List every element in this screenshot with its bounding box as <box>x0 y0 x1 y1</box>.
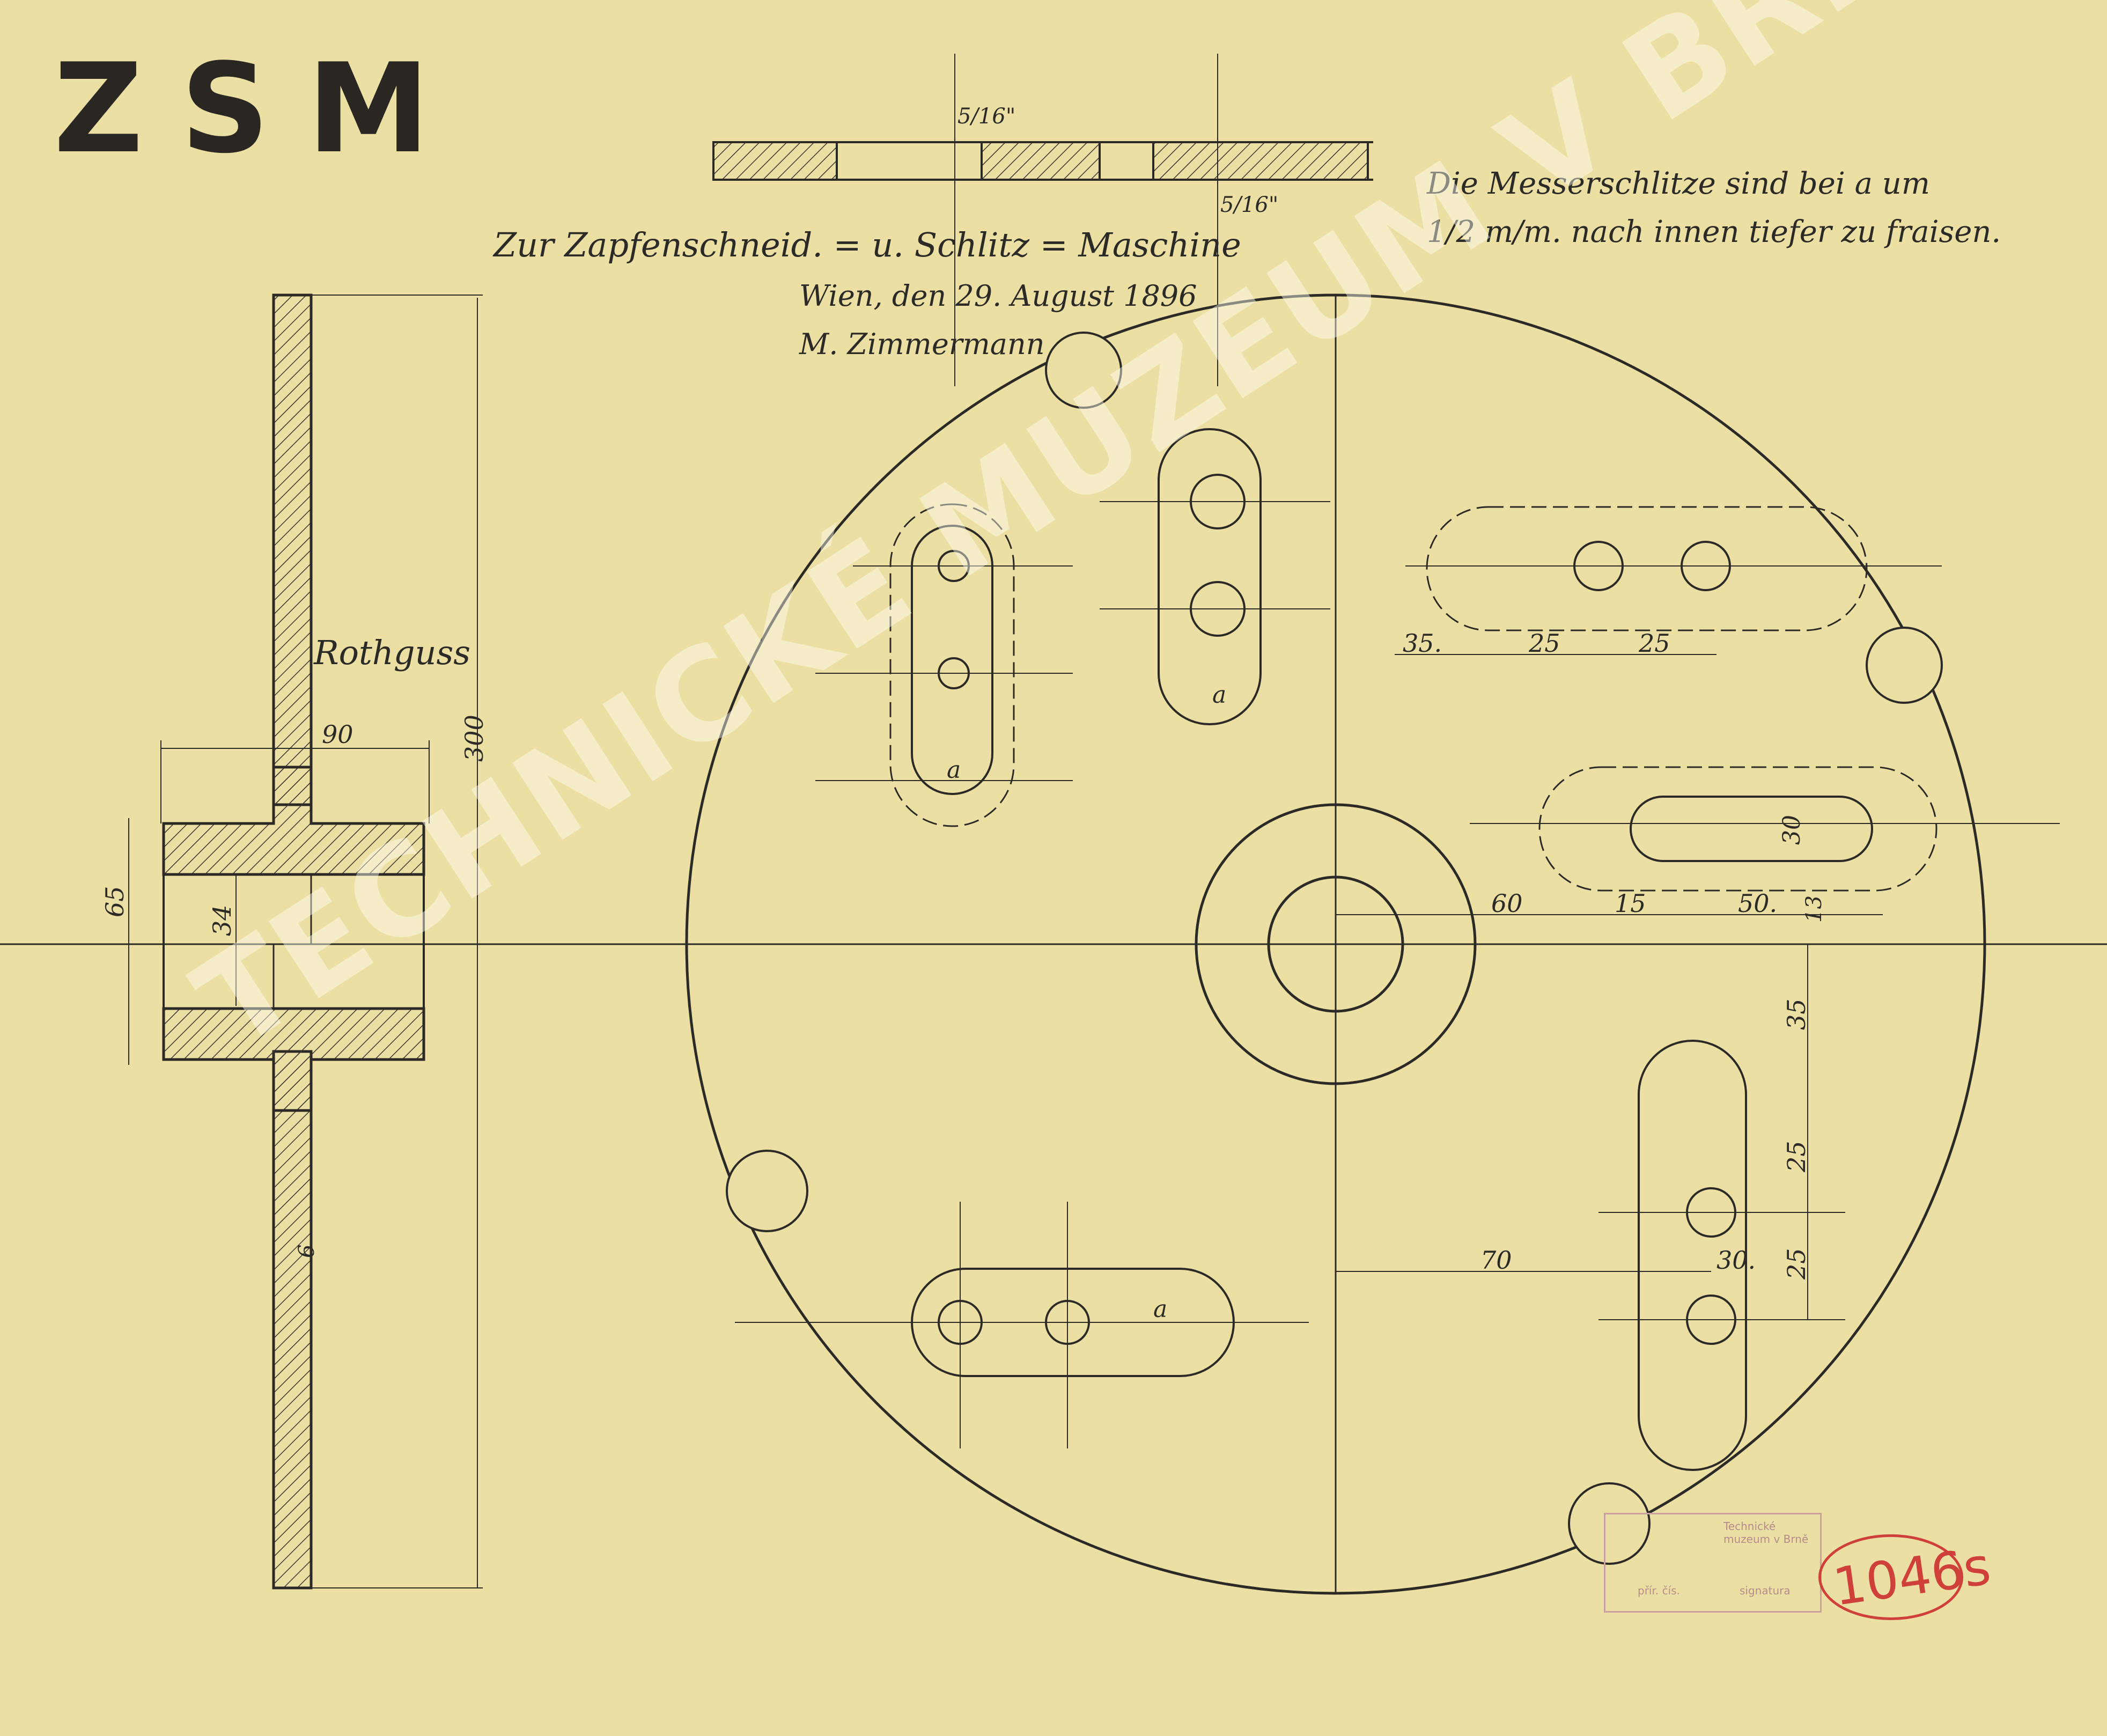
dim-90: 90 <box>322 720 353 749</box>
archive-stamp-line-3: přír. čís. <box>1638 1584 1680 1597</box>
material-label: Rothguss <box>314 633 471 672</box>
dim-25-a: 25 <box>1528 629 1560 658</box>
note-line-1: Die Messerschlitze sind bei a um <box>1427 166 1930 201</box>
slot-mark-a-1: a <box>947 756 961 784</box>
note-line-2: 1/2 m/m. nach innen tiefer zu fraisen. <box>1427 215 2001 249</box>
drawing-place-date: Wien, den 29. August 1896 <box>799 279 1197 313</box>
dim-25-b: 25 <box>1638 629 1670 658</box>
dim-70: 70 <box>1480 1246 1512 1275</box>
dim-6: 6 <box>294 1245 319 1258</box>
zsm-logo: ZSM <box>54 38 468 181</box>
dim-300: 300 <box>460 715 489 762</box>
inventory-stamp: 1046s <box>1818 1534 1994 1620</box>
section-view <box>128 293 483 1590</box>
slot-mark-a-2: a <box>1212 681 1226 709</box>
dim-5-16-bottom: 5/16" <box>1220 193 1278 217</box>
dim-13: 13 <box>1802 895 1826 923</box>
dim-35-left: 35. <box>1403 629 1442 658</box>
archive-stamp: Technické muzeum v Brně signatura přír. … <box>1604 1513 1822 1613</box>
drawing-author: M. Zimmermann <box>799 327 1045 361</box>
dim-25-vertical-1: 25 <box>1782 1141 1811 1173</box>
drawing-title: Zur Zapfenschneid. = u. Schlitz = Maschi… <box>493 225 1241 264</box>
dim-15: 15 <box>1615 889 1646 918</box>
dim-25-vertical-2: 25 <box>1782 1248 1811 1280</box>
dim-34: 34 <box>208 904 237 936</box>
dim-50: 50. <box>1738 889 1777 918</box>
archive-stamp-line-2: signatura <box>1740 1584 1791 1597</box>
archive-stamp-line-1: Technické muzeum v Brně <box>1723 1520 1809 1546</box>
slot-mark-a-3: a <box>1153 1296 1167 1323</box>
dim-65: 65 <box>100 886 129 917</box>
dim-5-16-top: 5/16" <box>957 104 1015 129</box>
dim-35-vertical: 35 <box>1782 998 1811 1030</box>
dim-30-slot: 30 <box>1778 815 1806 845</box>
top-section-detail <box>712 54 1373 386</box>
cutter-disc <box>685 293 2060 1595</box>
dim-30: 30. <box>1716 1246 1756 1275</box>
dim-60: 60 <box>1491 889 1523 918</box>
